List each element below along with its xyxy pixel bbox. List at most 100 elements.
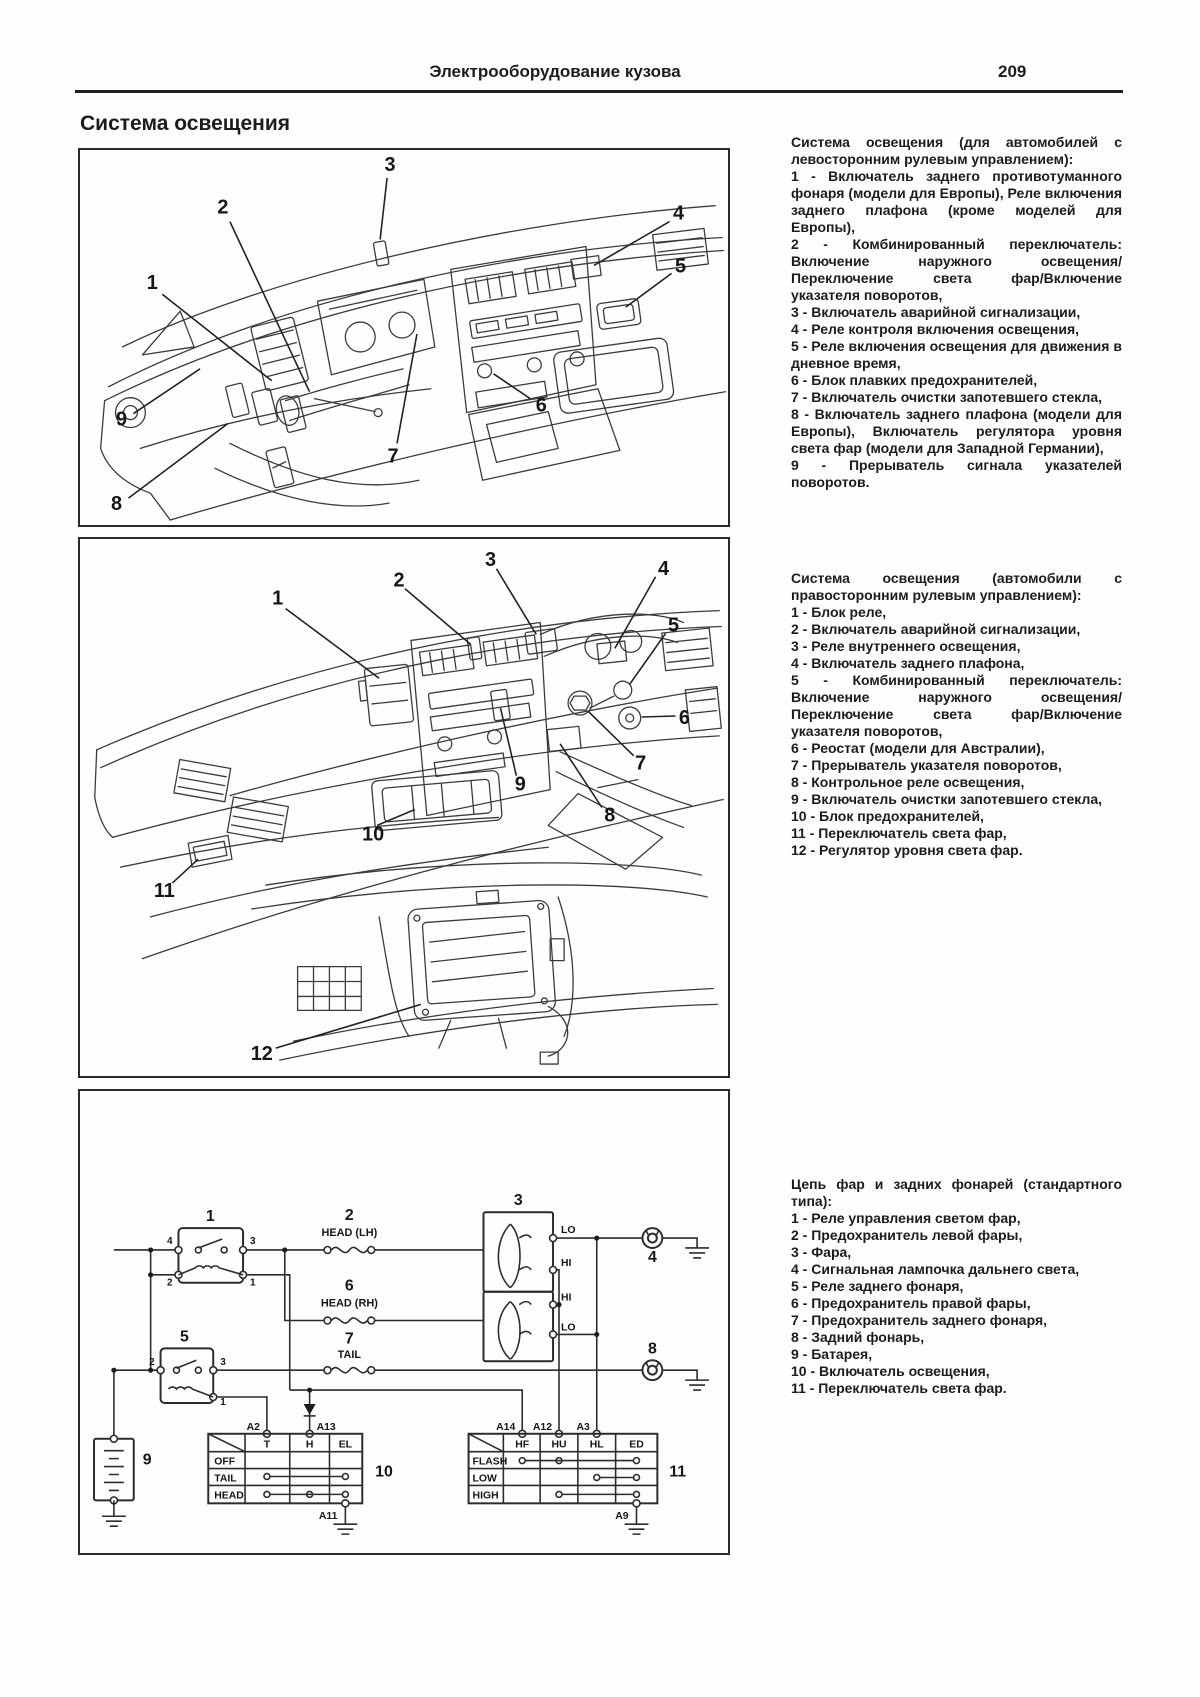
callout-leaders [127, 177, 673, 499]
pin-a13: A13 [317, 1422, 336, 1433]
row-flash: FLASH [473, 1457, 508, 1468]
combination-switch [589, 680, 633, 709]
legend-item: 2 - Комбинированный переключатель: Включ… [791, 236, 1122, 303]
callout-8: 8 [111, 493, 122, 515]
legend-item: 9 - Батарея, [791, 1346, 873, 1362]
col-hf: HF [515, 1440, 529, 1451]
callout-6: 6 [536, 395, 547, 417]
callout-10: 10 [362, 823, 384, 845]
headlamp-rh-lo: LO [561, 1322, 575, 1333]
col-el: EL [339, 1440, 353, 1451]
battery-symbol: 9 [93, 1434, 152, 1527]
legend-item: 1 - Блок реле, [791, 604, 887, 620]
turn-signal-flasher [567, 690, 593, 716]
wiring-schematic-drawing: 1 4 3 2 1 5 2 3 1 [93, 1192, 710, 1535]
left-vent [250, 316, 309, 392]
legend-item: 2 - Включатель аварийной сигнализации, [791, 621, 1081, 637]
rhd-dashboard-drawing: 1 2 3 4 5 6 7 8 9 10 11 12 [94, 549, 724, 1065]
callout-2: 2 [393, 570, 404, 592]
legend-item: 6 - Блок плавких предохранителей, [791, 372, 1038, 388]
legend-circuit: Цепь фар и задних фонарей (стандартного … [791, 1176, 1122, 1397]
fuse-head-lh: 2 HEAD (LH) [321, 1207, 378, 1255]
callout-3: 3 [485, 549, 496, 571]
legend-item: 1 - Включатель заднего противотуманного … [791, 168, 1122, 235]
headlamp-lh-lo: LO [561, 1225, 575, 1236]
lamp8-number: 8 [648, 1340, 657, 1357]
callout-5: 5 [675, 255, 686, 277]
high-beam-indicator-lamp: 4 [641, 1227, 664, 1266]
center-stack [450, 245, 597, 414]
tail-lamp-relay: 5 2 3 1 [149, 1328, 226, 1408]
callout-leaders [171, 568, 676, 1049]
lower-switch [265, 446, 295, 489]
lhd-dashboard-drawing: 1 2 3 4 5 6 7 8 9 [99, 154, 726, 521]
lighting-switch-table: A2 A13 T H EL OFF TAIL HEAD [207, 1422, 393, 1535]
legend-item: 4 - Сигнальная лампочка дальнего света, [791, 1261, 1080, 1277]
defogger-switch [490, 688, 511, 722]
col-t: T [264, 1440, 271, 1451]
pin-a11: A11 [319, 1511, 338, 1522]
fuse7-number: 7 [345, 1330, 354, 1347]
left-switch-bank [225, 382, 307, 433]
legend-rhd: Система освещения (автомобили с правосто… [791, 570, 1122, 859]
lighting-control-relay [546, 725, 582, 753]
junction-dots [111, 1235, 600, 1393]
headlamp-detail [251, 862, 718, 1065]
fuse6-number: 6 [345, 1278, 354, 1295]
callout-6: 6 [679, 707, 690, 729]
legend-item: 2 - Предохранитель левой фары, [791, 1227, 1023, 1243]
headlamp-lh-symbol: 3 LO HI [482, 1192, 575, 1293]
battery-number: 9 [143, 1452, 152, 1469]
pin-a14: A14 [496, 1422, 515, 1433]
left-lower-vent [226, 796, 289, 843]
legend-item: 8 - Включатель заднего плафона (модели д… [791, 406, 1122, 456]
diagram-lhd-dashboard: 1 2 3 4 5 6 7 8 9 [78, 148, 730, 527]
legend-item: 5 - Комбинированный переключатель: Включ… [791, 672, 1122, 739]
pin-a3: A3 [576, 1422, 590, 1433]
diagram-rhd-dashboard: 1 2 3 4 5 6 7 8 9 10 11 12 [78, 537, 730, 1078]
callout-7: 7 [635, 753, 646, 775]
headlamp-lh-number: 3 [514, 1192, 523, 1209]
page-number: 209 [998, 62, 1027, 81]
instrument-cluster [316, 278, 436, 376]
legend-item: 4 - Включатель заднего плафона, [791, 655, 1025, 671]
callout-8: 8 [604, 804, 615, 826]
legend-item: 3 - Фара, [791, 1244, 852, 1260]
legend-item: 9 - Включатель очистки запотевшего стекл… [791, 791, 1103, 807]
legend-item: 8 - Контрольное реле освещения, [791, 774, 1025, 790]
contacts [263, 1472, 350, 1499]
lamp4-number: 4 [648, 1249, 657, 1266]
col-hl: HL [590, 1440, 605, 1451]
callout-3: 3 [385, 154, 396, 176]
relay1-term-4: 4 [167, 1236, 173, 1247]
relay1-term-2: 2 [167, 1278, 173, 1289]
glove-box [553, 337, 675, 414]
callout-2: 2 [217, 197, 228, 219]
switch10-number: 10 [375, 1463, 393, 1480]
callout-numbers: 1 2 3 4 5 6 7 8 9 10 11 12 [154, 549, 690, 1065]
rheostat-knob [618, 706, 642, 730]
legend-item: 5 - Реле заднего фонаря, [791, 1278, 964, 1294]
right-vent [661, 627, 714, 672]
switch11-number: 11 [669, 1463, 686, 1480]
relay1-term-3: 3 [250, 1236, 256, 1247]
legend-item: 3 - Включатель аварийной сигнализации, [791, 304, 1081, 320]
steering-column [547, 751, 693, 870]
callout-12: 12 [251, 1043, 273, 1065]
pin-a12: A12 [533, 1422, 552, 1433]
legend-item: 7 - Предохранитель заднего фонаря, [791, 1312, 1047, 1328]
legend-item: 10 - Блок предохранителей, [791, 808, 984, 824]
callout-1: 1 [272, 588, 283, 610]
legend-lhd: Система освещения (для автомобилей с лев… [791, 134, 1122, 491]
relay5-term-2: 2 [149, 1357, 155, 1368]
right-top-vent [652, 227, 710, 271]
relay-block [357, 663, 415, 727]
hazard-switch [372, 240, 390, 267]
legend-item: 9 - Прерыватель сигнала указателей повор… [791, 457, 1122, 490]
diode-symbol [303, 1403, 316, 1417]
right-side-vent [684, 685, 722, 733]
callout-7: 7 [388, 445, 399, 467]
callout-numbers: 1 2 3 4 5 6 7 8 9 [111, 154, 686, 515]
col-ed: ED [629, 1440, 644, 1451]
